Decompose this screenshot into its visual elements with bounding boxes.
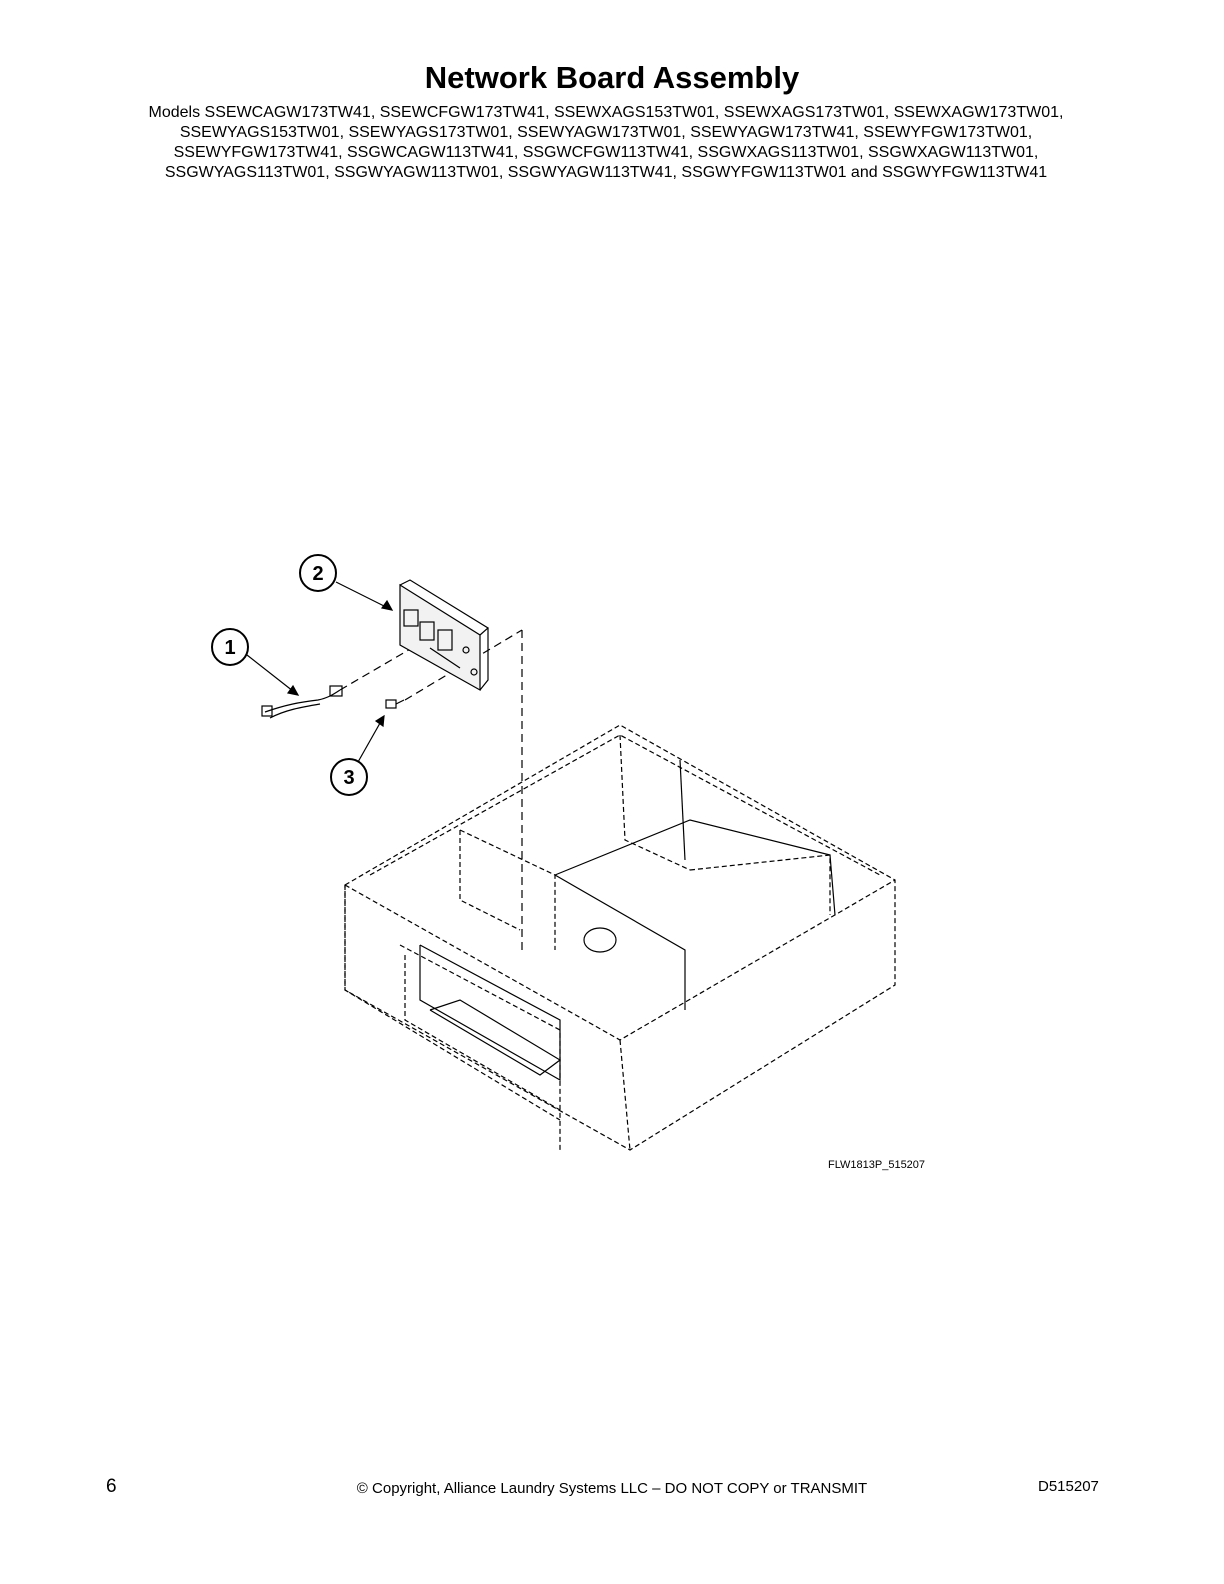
document-id: D515207 xyxy=(1038,1478,1099,1495)
cabinet-outline xyxy=(344,724,896,1151)
screw xyxy=(385,699,405,709)
callout-1: 1 xyxy=(224,637,235,659)
exploded-view-diagram: 2 1 3 xyxy=(211,554,896,1151)
callout-2: 2 xyxy=(312,563,323,585)
figure-code: FLW1813P_515207 xyxy=(828,1159,926,1171)
copyright-notice: © Copyright, Alliance Laundry Systems LL… xyxy=(356,1480,868,1497)
model-list: Models SSEWCAGW173TW41, SSEWCFGW173TW41,… xyxy=(148,104,1064,181)
callout-3: 3 xyxy=(343,767,354,789)
page-number: 6 xyxy=(106,1476,117,1497)
cabinet-inner xyxy=(419,759,836,1082)
network-board xyxy=(399,579,490,692)
wire-harness xyxy=(261,685,343,719)
harness-guide-line xyxy=(339,647,413,691)
page-title: Network Board Assembly xyxy=(424,60,800,95)
